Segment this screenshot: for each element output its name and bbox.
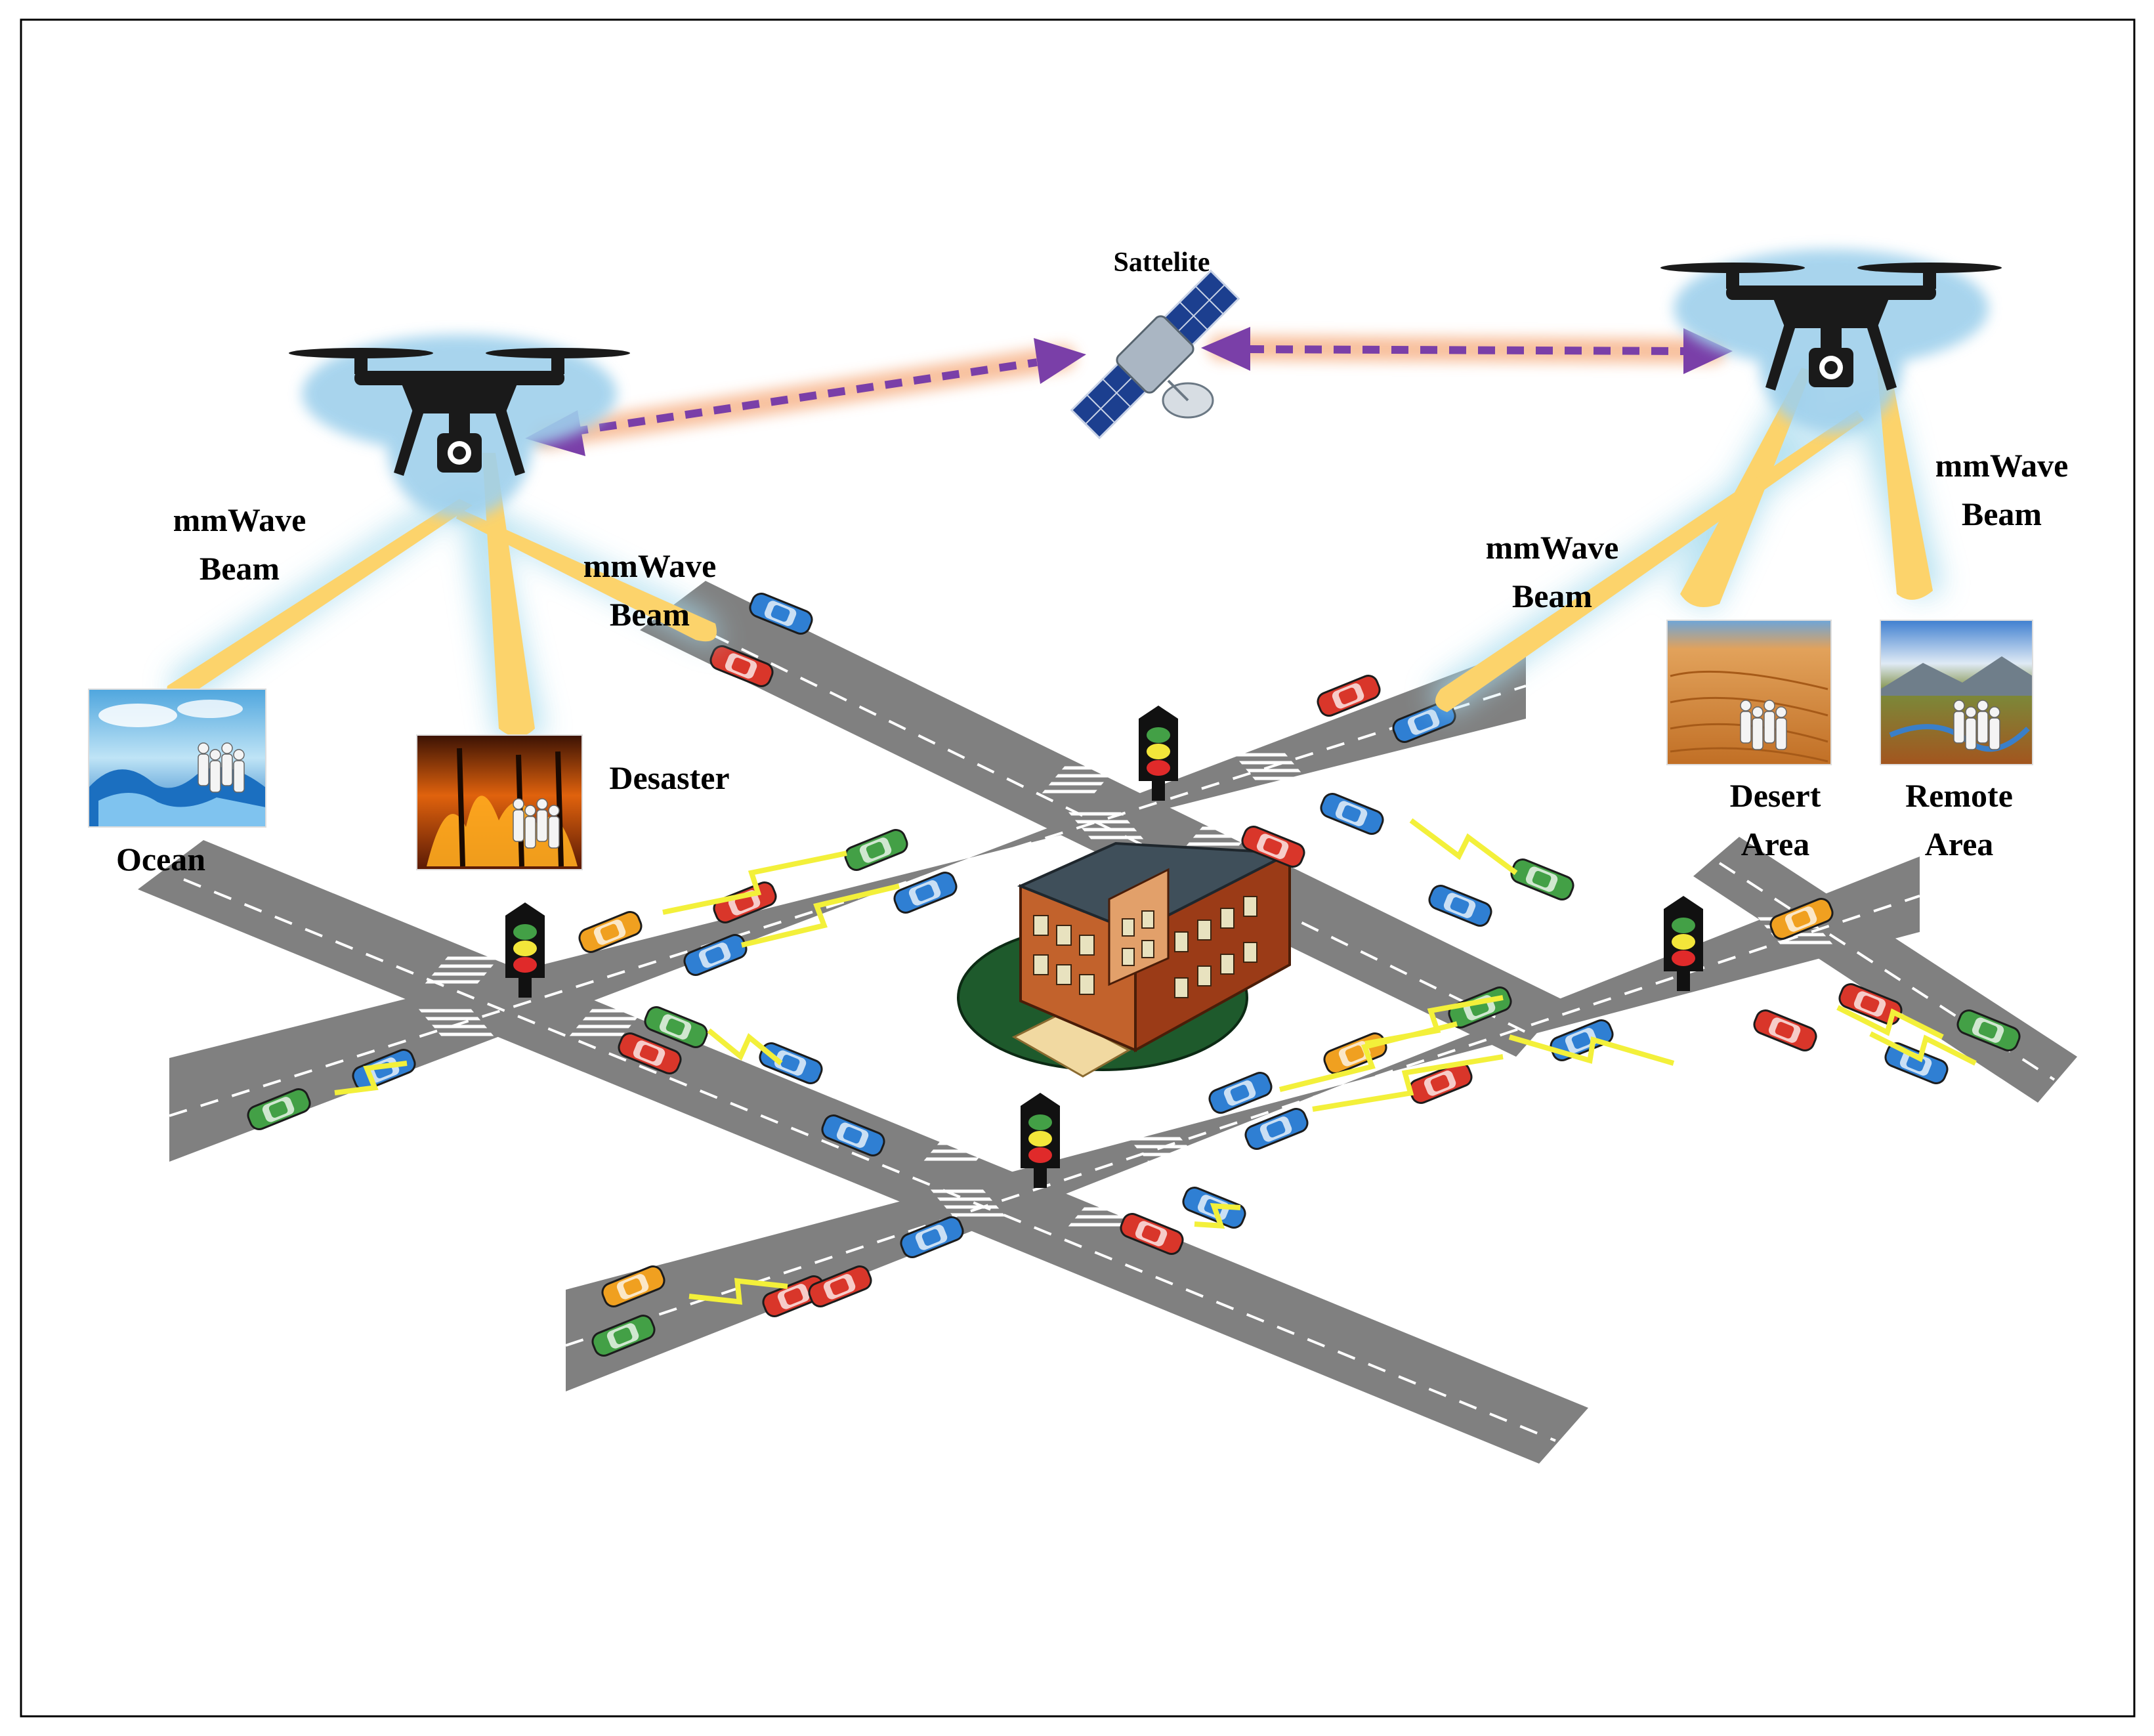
v2v-link-bolt [1836,1005,1944,1040]
label-disaster: Desaster [609,759,730,796]
car-icon [1208,1072,1273,1114]
car-icon [1408,1062,1473,1104]
car-icon [749,593,813,635]
arrowhead-right [1683,328,1733,374]
car-icon [844,829,908,871]
v2v-link-bolt [334,1061,408,1095]
v2v-link-bolt [688,1278,788,1305]
car-icon [578,911,643,953]
car-icon [709,645,774,687]
link-satellite-right-drone [1246,345,1687,355]
figure-frame [20,18,2136,1718]
people-icon [513,798,560,849]
label-mmwave-road-left-1: mmWave [583,547,717,584]
car-icon [808,1265,872,1307]
road-front-ascending [566,857,1920,1391]
label-mmwave-road-right-1: mmWave [1485,529,1619,566]
building-icon [957,841,1295,1078]
beam-road-left [456,509,717,642]
beam-disaster [482,453,535,737]
beam-ocean [167,499,473,700]
car-icon [683,934,748,976]
people-groups [198,700,2000,849]
car-icon [1120,1213,1184,1255]
beam-remote [1877,368,1933,600]
label-remote-1: Remote [1905,777,2013,814]
car-icon [1244,1108,1309,1150]
link-left-drone-satellite [570,358,1038,436]
car-icon [601,1265,665,1307]
v2v-link-bolt [1194,1203,1241,1229]
people-icon [198,742,245,793]
vehicles [247,593,2021,1357]
v2v-link-bolt [1364,995,1504,1046]
car-icon [1241,826,1305,868]
label-mmwave-ocean-2: Beam [199,550,280,587]
car-icon [1550,1019,1614,1061]
satellite-icon [1070,269,1240,440]
v2v-link-bolt [1409,818,1518,876]
car-icon [1884,1042,1949,1084]
people-icon [1740,700,1787,750]
v2v-link-bolt [741,883,900,948]
label-satellite: Sattelite [1113,247,1210,278]
car-icon [1320,793,1384,835]
label-mmwave-ocean-1: mmWave [173,501,306,538]
disaster-scene [417,735,582,870]
arrowhead-sat-right [1201,327,1250,371]
traffic-light-icon [1139,706,1178,801]
satellite-links [525,327,1733,456]
road-main-ascending [169,646,1526,1162]
label-desert-2: Area [1741,826,1810,862]
car-icon [893,872,958,914]
label-mmwave-road-left-2: Beam [609,596,690,633]
drone-icon [289,335,630,519]
car-icon [821,1114,885,1156]
traffic-light-icon [505,902,545,998]
car-icon [1428,885,1492,927]
traffic-lights [505,706,1703,1188]
car-icon [759,1042,823,1084]
v2v-link-bolt [1312,1054,1504,1112]
car-icon [618,1032,682,1074]
car-icon [1769,898,1834,940]
car-icon [247,1088,311,1130]
v2v-link-bolt [1508,1034,1675,1066]
v2v-links [334,818,1977,1305]
label-remote-2: Area [1924,826,1994,862]
drone-icon [1660,249,2002,433]
car-icon [1838,983,1903,1025]
v2v-link-bolt [662,851,847,915]
car-icon [644,1006,708,1048]
traffic-light-icon [1664,896,1703,991]
label-mmwave-remote-2: Beam [1961,496,2042,532]
arrowhead-sat-left [1034,338,1086,384]
car-icon [1510,858,1574,900]
car-icon [1753,1009,1817,1051]
v2v-link-bolt [1869,1031,1977,1066]
label-ocean: Ocean [116,841,206,878]
mmwave-beams [167,368,1943,742]
label-desert-1: Desert [1729,777,1821,814]
car-icon [900,1216,964,1258]
beam-road-right [1435,410,1864,712]
label-mmwave-remote-1: mmWave [1935,447,2069,484]
car-icon [1956,1009,2021,1051]
label-mmwave-road-right-2: Beam [1511,578,1593,614]
crosswalks [418,753,1833,1227]
car-icon [762,1275,826,1317]
traffic-light-icon [1021,1093,1060,1188]
people-icon [1953,700,2000,750]
v2v-link-bolt [707,1028,783,1066]
car-icon [1317,675,1381,717]
car-icon [1392,701,1456,743]
car-icon [591,1315,656,1357]
